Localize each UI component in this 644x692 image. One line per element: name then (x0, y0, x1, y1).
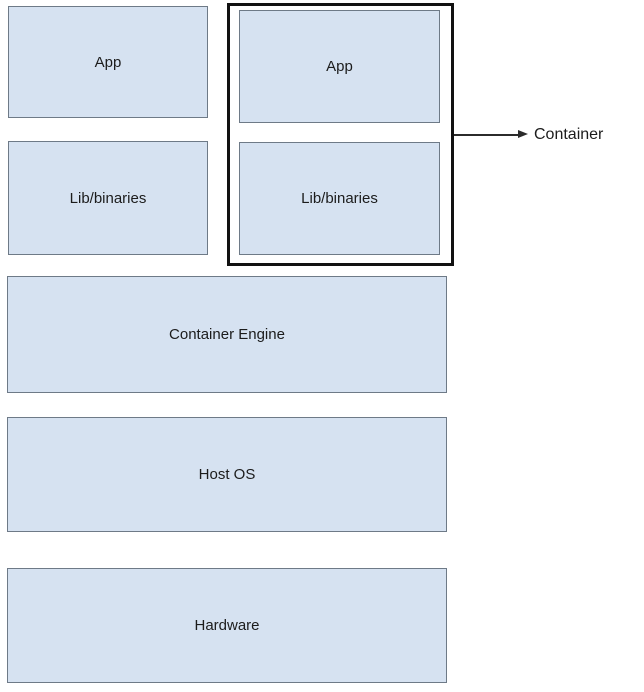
box-app-in-container: App (239, 10, 440, 123)
container-callout-label: Container (534, 126, 604, 143)
box-hardware: Hardware (7, 568, 447, 683)
box-hardware-label: Hardware (194, 617, 260, 634)
box-lib-binaries-left-label: Lib/binaries (69, 189, 147, 207)
box-container-engine: Container Engine (7, 276, 447, 393)
box-lib-binaries-left: Lib/binaries (8, 141, 208, 255)
box-app-left: App (8, 6, 208, 118)
container-group-outline (227, 3, 454, 266)
box-app-left-label: App (94, 53, 122, 71)
box-app-in-container-label: App (326, 58, 353, 75)
box-lib-binaries-in-container: Lib/binaries (239, 142, 440, 255)
box-container-engine-label: Container Engine (169, 326, 285, 343)
box-host-os-label: Host OS (198, 466, 256, 483)
box-host-os: Host OS (7, 417, 447, 532)
container-callout-arrow-line (454, 134, 518, 136)
container-callout-arrowhead-icon (518, 130, 528, 138)
box-lib-binaries-in-container-label: Lib/binaries (301, 190, 378, 207)
